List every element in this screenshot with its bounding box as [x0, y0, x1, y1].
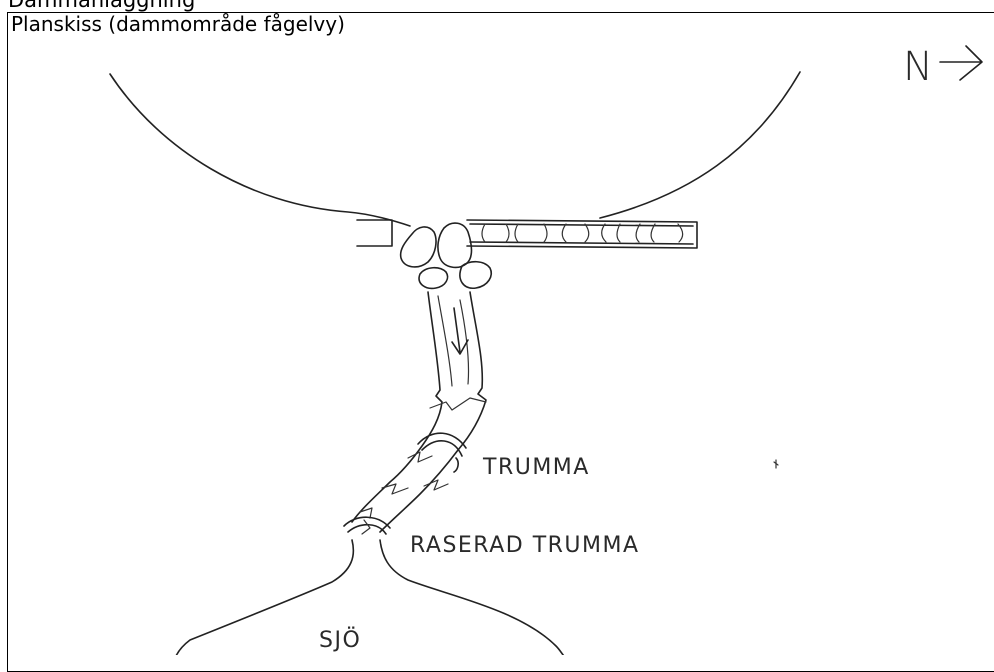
channel-left-bank: [352, 292, 442, 522]
outlet-stones: [401, 223, 492, 288]
stone-upper-right: [438, 223, 472, 267]
north-label: N: [903, 44, 933, 90]
collapsed-culvert-symbol: [344, 517, 390, 534]
stone-upper-left: [401, 227, 436, 267]
label-trumma: TRUMMA: [482, 455, 590, 480]
embankment-inner-line: [470, 224, 693, 244]
outlet-channel: [352, 292, 486, 532]
label-raserad-trumma: RASERAD TRUMMA: [410, 533, 640, 558]
stone-lower-left: [419, 268, 447, 289]
embankment-stone-strokes: [482, 224, 683, 242]
dam-embankment: [357, 220, 697, 248]
north-arrow-icon: [940, 46, 982, 80]
embankment-left-end: [357, 220, 392, 246]
label-sjo: SJÖ: [319, 627, 361, 653]
channel-crack-upper: [430, 398, 486, 410]
pond-shoreline-left: [110, 74, 410, 226]
plan-sketch: N TRUMMA RASERAD TRUMMA SJÖ: [0, 0, 994, 655]
pond-shoreline-right: [600, 72, 800, 218]
channel-flow-line: [438, 296, 469, 386]
north-arrow: N: [903, 44, 982, 90]
culvert-symbol: [418, 433, 466, 472]
pencil-speck: [774, 460, 778, 468]
